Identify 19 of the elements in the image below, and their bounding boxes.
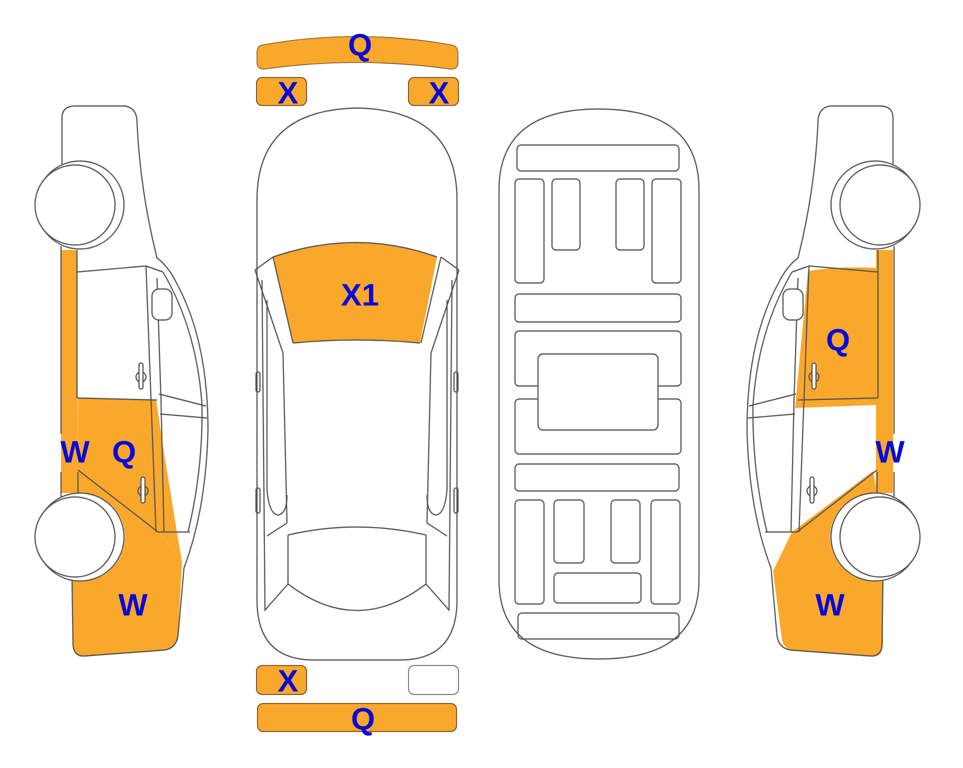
damage-code: X1 bbox=[341, 280, 379, 310]
lamp-panel bbox=[408, 665, 459, 695]
damage-code: X bbox=[428, 78, 450, 108]
lamp-panel bbox=[256, 665, 307, 695]
damage-code: Q bbox=[112, 436, 136, 468]
bumper-panel bbox=[256, 35, 459, 71]
damage-code: W bbox=[815, 590, 845, 620]
damage-code: Q bbox=[350, 704, 376, 734]
damage-code: W bbox=[118, 590, 148, 620]
door-panel bbox=[795, 266, 877, 408]
damage-code: X bbox=[278, 666, 298, 696]
fender-panel bbox=[72, 470, 182, 657]
damage-code: Q bbox=[826, 324, 850, 356]
fender-panel bbox=[773, 471, 883, 657]
lamp-panel bbox=[256, 77, 307, 106]
windshield-panel bbox=[273, 242, 437, 343]
damage-code: X bbox=[278, 78, 298, 108]
lamp-panel bbox=[408, 77, 459, 106]
damage-code: Q bbox=[348, 30, 372, 60]
